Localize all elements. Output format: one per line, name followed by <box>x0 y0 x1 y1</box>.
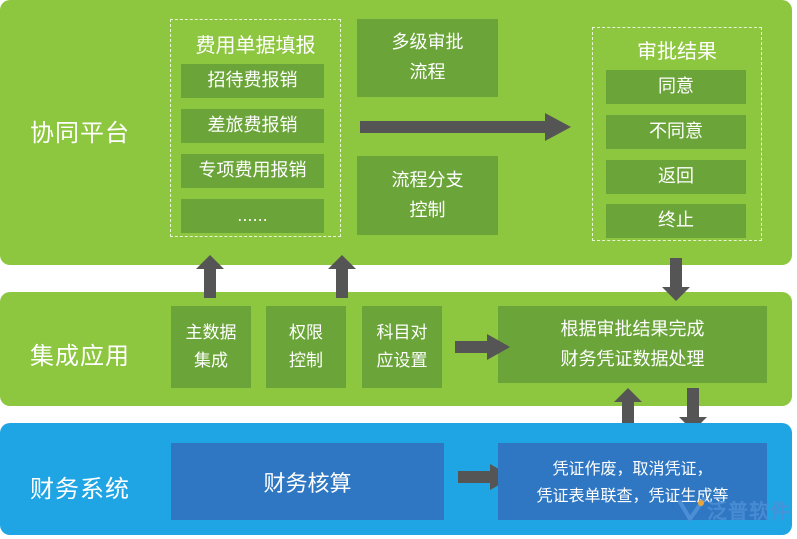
result-return: 返回 <box>606 160 746 194</box>
voucher-processing: 根据审批结果完成 财务凭证数据处理 <box>498 306 767 383</box>
master-data-up-arrow <box>196 255 224 298</box>
result-agree: 同意 <box>606 70 746 104</box>
result-disagree: 不同意 <box>606 115 746 149</box>
integration-label: 集成应用 <box>30 342 130 370</box>
account-mapping-setup: 科目对 应设置 <box>362 306 442 388</box>
to-voucher-processing-arrow <box>455 334 510 360</box>
expense-item-travel: 差旅费报销 <box>181 109 324 143</box>
result-terminate: 终止 <box>606 204 746 238</box>
results-down-arrow <box>662 258 690 301</box>
permission-up-arrow <box>328 255 356 298</box>
results-group <box>592 27 762 241</box>
finance-up-arrow <box>614 388 642 431</box>
fanpu-logo-icon <box>678 497 706 521</box>
expense-item-hospitality: 招待费报销 <box>181 64 324 98</box>
voucher-operations: 凭证作废，取消凭证， 凭证表单联查，凭证生成等 <box>498 443 767 520</box>
expense-group <box>170 19 341 237</box>
multi-level-approval: 多级审批 流程 <box>357 19 498 97</box>
expense-title: 费用单据填报 <box>195 32 316 57</box>
approval-flow-arrow <box>360 113 571 141</box>
results-title: 审批结果 <box>637 38 717 63</box>
permission-control: 权限 控制 <box>266 306 346 388</box>
master-data-integration: 主数据 集成 <box>171 306 251 388</box>
flow-branch-control: 流程分支 控制 <box>357 156 498 235</box>
financial-accounting: 财务核算 <box>171 443 444 520</box>
finance-down-arrow <box>679 388 707 431</box>
collab-platform-label: 协同平台 <box>30 119 130 147</box>
expense-item-special: 专项费用报销 <box>181 154 324 188</box>
expense-item-more: ...... <box>181 199 324 233</box>
finance-system-label: 财务系统 <box>30 475 130 503</box>
brand-watermark: 泛普软件 <box>677 494 791 524</box>
brand-name: 泛普软件 <box>707 498 791 523</box>
